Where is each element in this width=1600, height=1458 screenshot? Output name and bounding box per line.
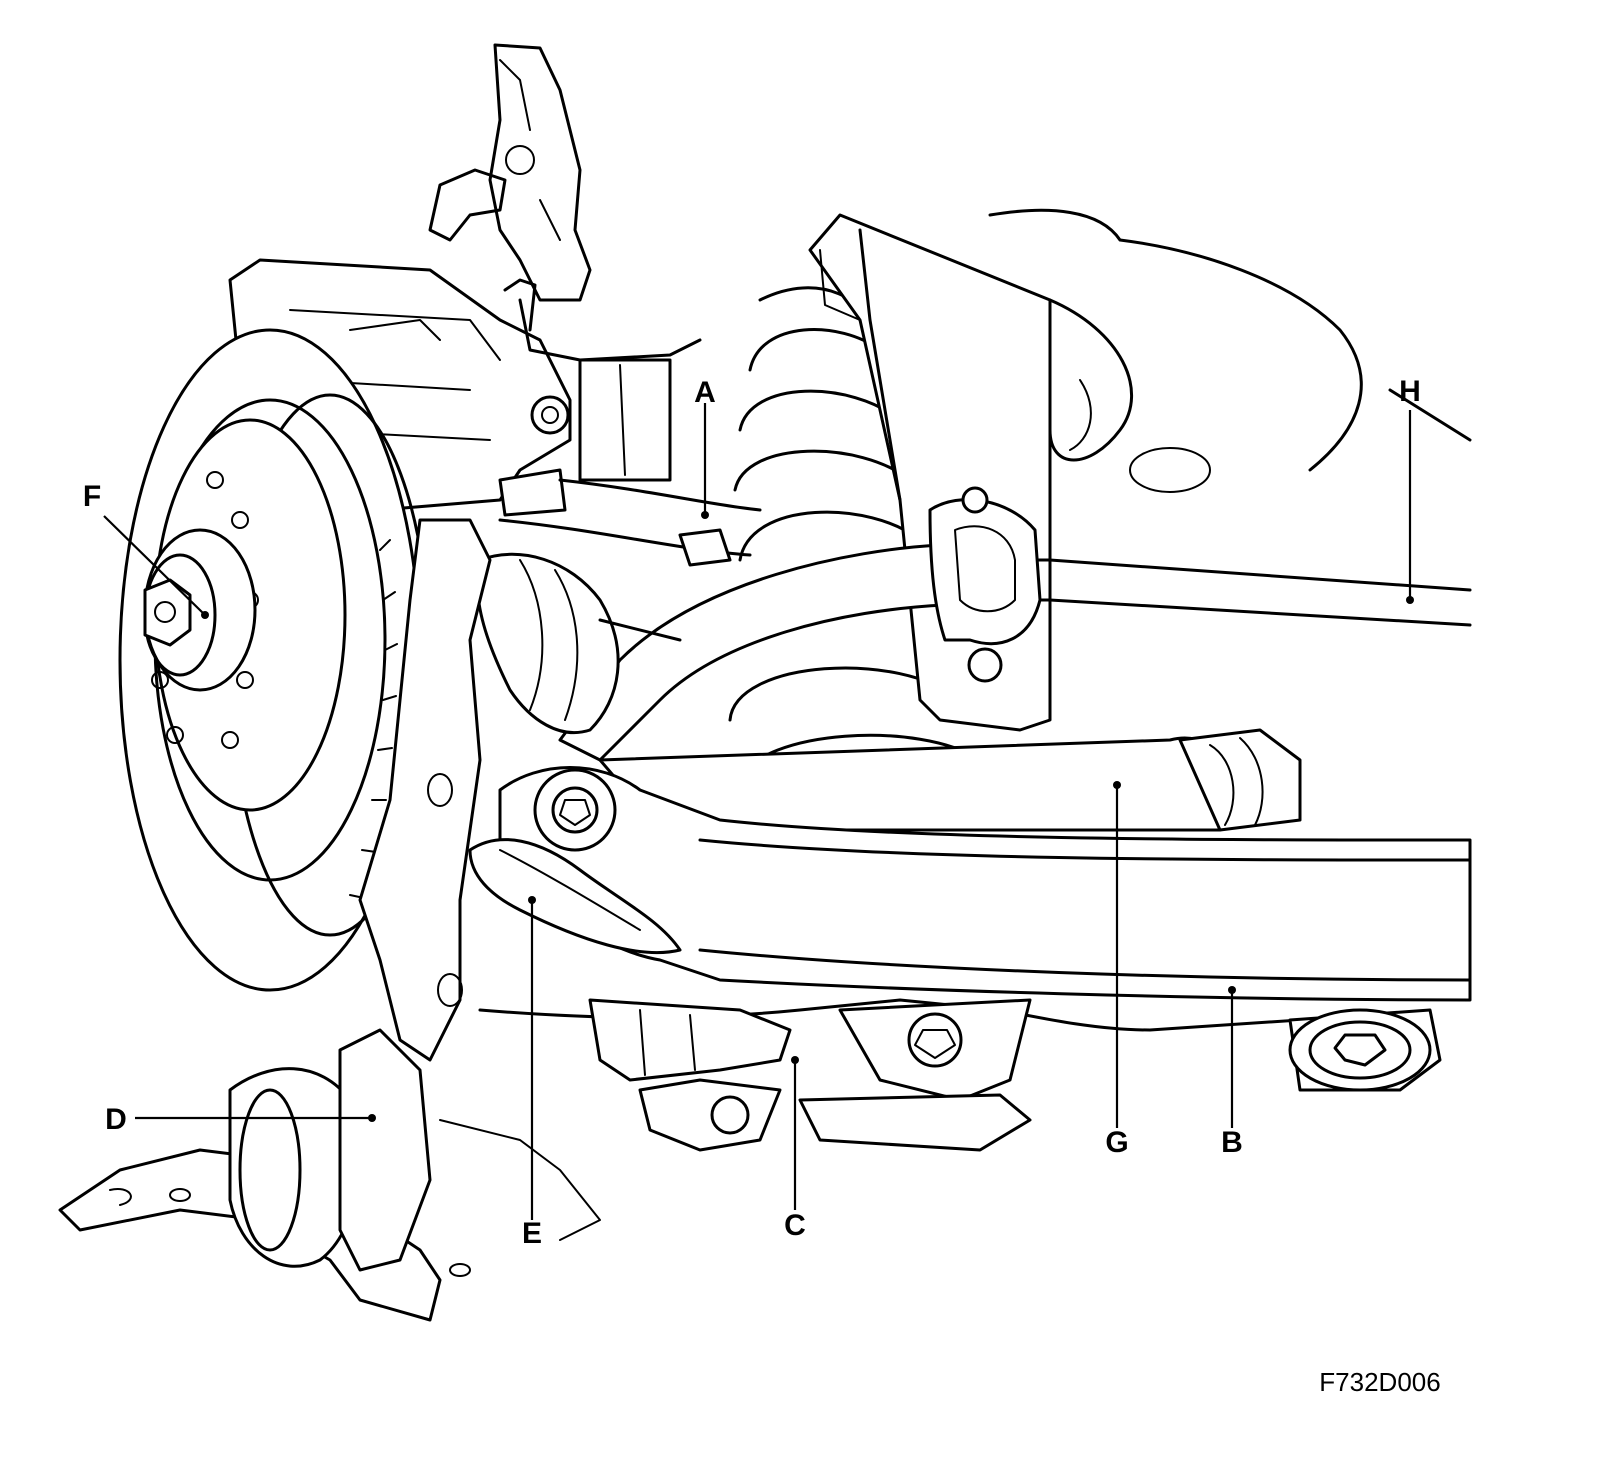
brake-hose (503, 278, 702, 482)
knuckle (358, 518, 492, 1062)
track-arm (498, 766, 1472, 1002)
leader-dot-b (1228, 986, 1236, 994)
upper-link (498, 478, 762, 567)
rear-bush-mount (1288, 1008, 1442, 1092)
leader-dot-h (1406, 596, 1414, 604)
leader-dot-c (791, 1056, 799, 1064)
leader-dot-e (528, 896, 536, 904)
callout-d: D (105, 1103, 127, 1136)
ball-joint (468, 838, 682, 955)
strut-tower (988, 208, 1472, 493)
lower-arm (598, 728, 1302, 832)
trailing-arm-bracket (58, 1028, 601, 1322)
callout-h: H (1399, 375, 1421, 408)
brake-disc (118, 328, 432, 992)
figure-code: F732D006 (1319, 1367, 1440, 1397)
leader-lines (103, 403, 1414, 1220)
callout-b: B (1221, 1126, 1243, 1159)
subframe (478, 998, 1302, 1152)
callout-g: G (1105, 1126, 1128, 1159)
anti-roll-bar-link (558, 543, 947, 762)
callout-a: A (694, 376, 716, 409)
callout-e: E (522, 1217, 542, 1250)
leader-dot-f (201, 611, 209, 619)
callout-f: F (83, 480, 101, 513)
leader-dot-a (701, 511, 709, 519)
damper-strut (808, 213, 1052, 732)
toe-link (588, 998, 792, 1082)
callout-labels: A B C D E F G H (83, 375, 1421, 1250)
callout-c: C (784, 1209, 806, 1242)
leader-dot-g (1113, 781, 1121, 789)
bush-clamp (928, 486, 1042, 683)
upper-bracket (428, 43, 592, 302)
drive-shaft-boot (475, 552, 682, 735)
leader-dot-d (368, 1114, 376, 1122)
